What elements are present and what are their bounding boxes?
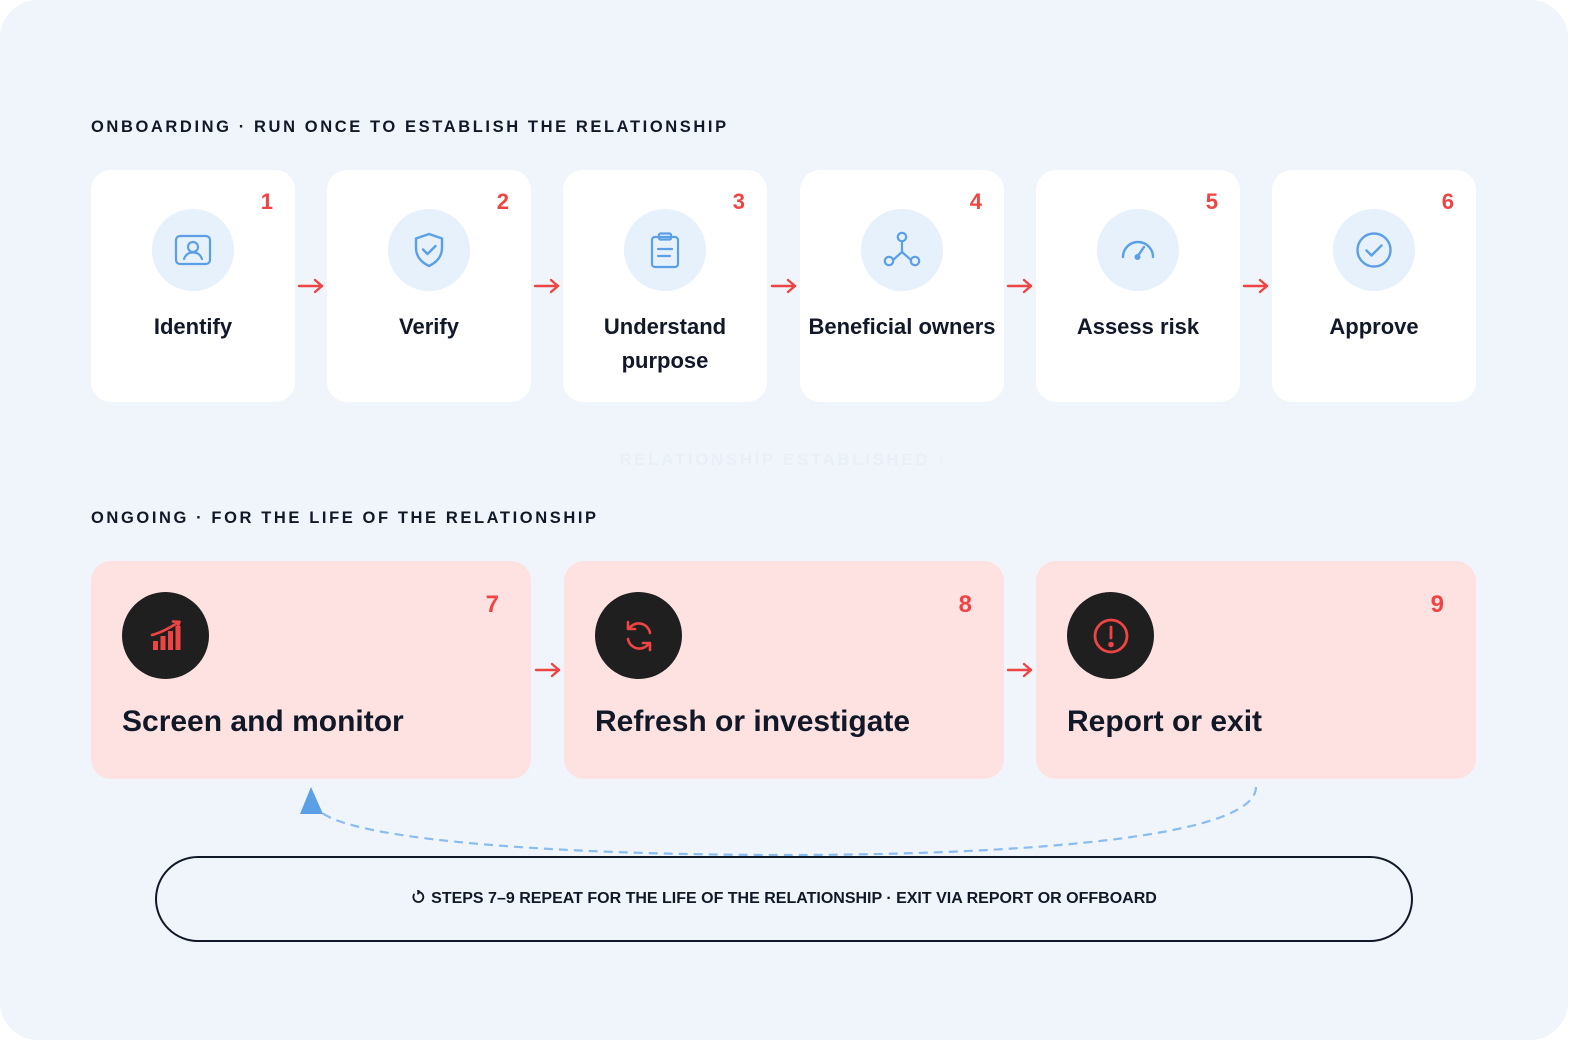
step-card-verify: 2 Verify bbox=[327, 170, 531, 402]
step-card-report-or-exit: 9 Report or exit bbox=[1036, 561, 1476, 779]
refresh-icon bbox=[595, 592, 682, 679]
repeat-note-text: STEPS 7–9 REPEAT FOR THE LIFE OF THE REL… bbox=[431, 890, 1157, 907]
step-card-understand-purpose: 3 Understand purpose bbox=[563, 170, 767, 402]
step-label: Report or exit bbox=[1067, 705, 1263, 738]
loop-back-connector bbox=[300, 786, 1258, 857]
arrow-right-icon bbox=[295, 276, 327, 296]
arrow-right-icon bbox=[531, 660, 564, 680]
step-card-refresh-or-investigate: 8 Refresh or investigate bbox=[564, 561, 1004, 779]
loop-arrowhead-icon bbox=[300, 787, 323, 814]
loop-arrow-icon bbox=[411, 888, 425, 909]
step-label: Screen and monitor bbox=[122, 705, 404, 738]
step-card-identify: 1 Identify bbox=[91, 170, 295, 402]
step-number: 4 bbox=[969, 189, 982, 214]
arrow-right-icon bbox=[1240, 276, 1272, 296]
step-number: 1 bbox=[260, 189, 273, 214]
step-label: Verify bbox=[399, 314, 459, 339]
alert-circle-icon bbox=[1067, 592, 1154, 679]
step-card-beneficial-owners: 4 Beneficial owners bbox=[800, 170, 1004, 402]
gauge-icon bbox=[1097, 209, 1179, 291]
step-number: 5 bbox=[1205, 189, 1218, 214]
step-number: 7 bbox=[485, 591, 499, 618]
step-card-screen-and-monitor: 7 Screen and monitor bbox=[91, 561, 531, 779]
id-card-icon bbox=[152, 209, 234, 291]
step-number: 9 bbox=[1430, 591, 1444, 618]
step-number: 8 bbox=[958, 591, 972, 618]
step-label: Identify bbox=[153, 314, 233, 339]
step-label: Refresh or investigate bbox=[595, 705, 911, 738]
ongoing-section-label: ONGOING · FOR THE LIFE OF THE RELATIONSH… bbox=[91, 509, 599, 527]
step-label: Assess risk bbox=[1076, 314, 1200, 339]
signal-bars-icon bbox=[122, 592, 209, 679]
relationship-established-label: RELATIONSHIP ESTABLISHED ↓ bbox=[619, 450, 949, 469]
onboarding-section-label: ONBOARDING · RUN ONCE TO ESTABLISH THE R… bbox=[91, 118, 729, 136]
step-card-approve: 6 Approve bbox=[1272, 170, 1476, 402]
step-number: 2 bbox=[496, 189, 509, 214]
arrow-right-icon bbox=[1004, 660, 1036, 680]
step-label: Beneficial owners bbox=[808, 314, 996, 339]
check-circle-icon bbox=[1333, 209, 1415, 291]
arrow-right-icon bbox=[1004, 276, 1036, 296]
repeat-note: STEPS 7–9 REPEAT FOR THE LIFE OF THE REL… bbox=[155, 856, 1413, 942]
shield-check-icon bbox=[388, 209, 470, 291]
arrow-right-icon bbox=[531, 276, 563, 296]
diagram-canvas: ONBOARDING · RUN ONCE TO ESTABLISH THE R… bbox=[0, 0, 1568, 1040]
step-label: Approve bbox=[1329, 314, 1419, 339]
step-number: 3 bbox=[732, 189, 745, 214]
arrow-right-icon bbox=[768, 276, 800, 296]
step-number: 6 bbox=[1441, 189, 1454, 214]
step-label: Understand purpose bbox=[603, 314, 727, 373]
clipboard-icon bbox=[624, 209, 706, 291]
step-card-assess-risk: 5 Assess risk bbox=[1036, 170, 1240, 402]
network-icon bbox=[861, 209, 943, 291]
